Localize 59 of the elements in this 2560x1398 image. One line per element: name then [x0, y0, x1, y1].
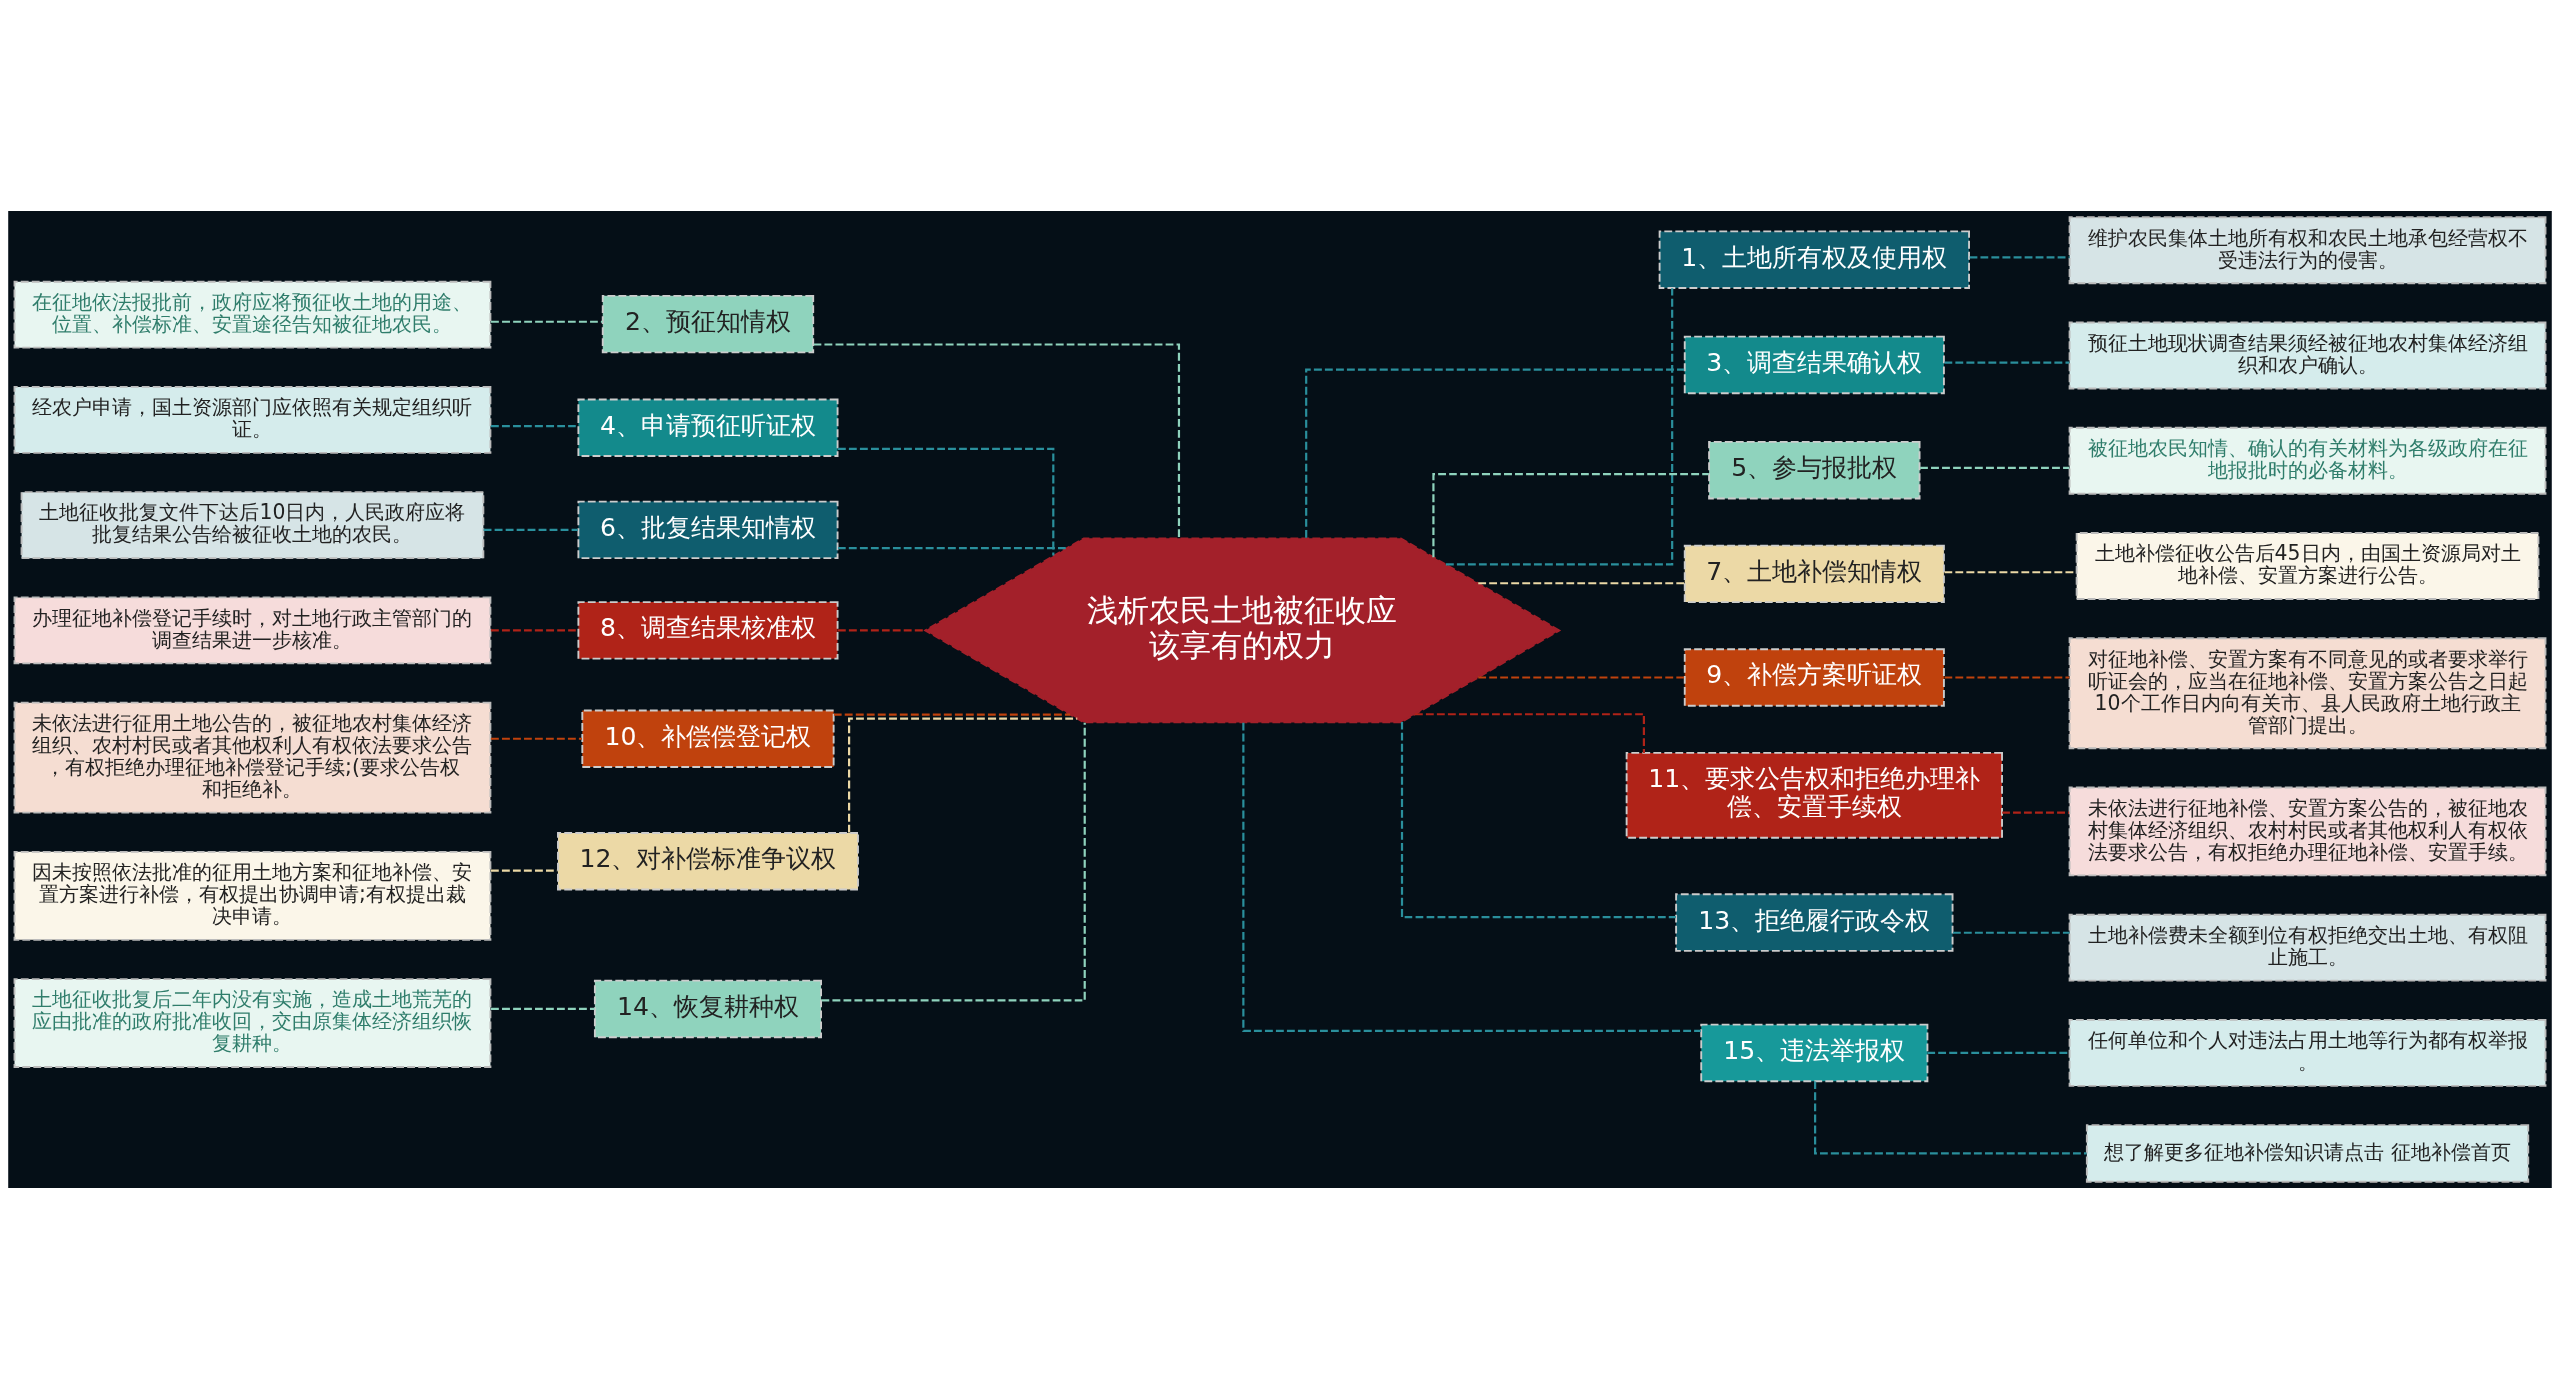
connector	[838, 546, 1067, 549]
node-box: 1、土地所有权及使用权	[1658, 230, 1970, 289]
connector	[1953, 931, 2070, 934]
connector	[1944, 360, 2070, 364]
node-box: 想了解更多征地补偿知识请点击 征地补偿首页	[2085, 1123, 2530, 1183]
node-box: 未依法进行征用土地公告的，被征地农村集体经济组织、农村村民或者其他权利人有权依法要求公告，有权拒绝办理征地补偿登记手续;(要求公告权和拒绝补。	[13, 701, 492, 814]
connector	[1414, 712, 1645, 753]
node-box: 11、要求公告权和拒绝办理补偿、安置手续权	[1625, 751, 2003, 839]
connector	[1944, 675, 2070, 679]
node-box: 土地征收批复后二年内没有实施，造成土地荒芜的应由批准的政府批准收回，交由原集体经济组织恢复耕种。	[13, 977, 492, 1068]
connector	[1445, 287, 1674, 565]
node-box: 12、对补偿标准争议权	[557, 831, 859, 890]
connector	[1400, 721, 1676, 918]
node-box: 被征地农民知情、确认的有关材料为各级政府在征地报批时的必备材料。	[2068, 426, 2547, 495]
node-box: 任何单位和个人对违法占用土地等行为都有权举报。	[2068, 1018, 2547, 1087]
connector	[490, 320, 603, 323]
node-box: 7、土地补偿知情权	[1683, 544, 1945, 603]
node-box: 在征地依法报批前，政府应将预征收土地的用途、位置、补偿标准、安置途径告知被征地农民。	[13, 280, 492, 349]
connector	[1920, 466, 2070, 469]
connector	[1305, 368, 1685, 538]
connector	[848, 717, 1078, 832]
connector	[1927, 1051, 2070, 1054]
node-box: 3、调查结果确认权	[1683, 335, 1945, 394]
node-box: 对征地补偿、安置方案有不同意见的或者要求举行听证会的，应当在征地补偿、安置方案公告之日起10个工作日内向有关市、县人民政府土地行政主管部门提出。	[2068, 636, 2547, 749]
connector	[490, 628, 578, 631]
connector	[813, 342, 1181, 538]
connector	[490, 424, 578, 427]
node-box: 8、调查结果核准权	[577, 600, 839, 660]
node-box: 维护农民集体土地所有权和农民土地承包经营权不受违法行为的侵害。	[2068, 215, 2547, 284]
node-box: 经农户申请，国土资源部门应依照有关规定组织听证。	[13, 385, 492, 454]
connector	[483, 528, 578, 531]
connector	[838, 628, 926, 631]
connector	[1242, 722, 1701, 1032]
node-box: 土地补偿费未全额到位有权拒绝交出土地、有权阻止施工。	[2068, 913, 2547, 982]
node-box: 13、拒绝履行政令权	[1675, 892, 1954, 952]
node-box: 14、恢复耕种权	[593, 979, 822, 1038]
connector	[1432, 472, 1709, 557]
node-box: 4、申请预征听证权	[577, 398, 839, 457]
connector	[833, 713, 1071, 716]
node-box: 未依法进行征地补偿、安置方案公告的，被征地农村集体经济组织、农村村民或者其他权利人有权依法要求公告，有权拒绝办理征地补偿、安置手续。	[2068, 786, 2547, 876]
node-box: 15、违法举报权	[1700, 1023, 1929, 1082]
connector	[2002, 811, 2070, 814]
connector	[490, 737, 582, 740]
node-box: 土地补偿征收公告后45日内，由国土资源局对土地补偿、安置方案进行公告。	[2075, 531, 2540, 600]
connector	[1478, 581, 1685, 584]
node-box: 因未按照依法批准的征用土地方案和征地补偿、安置方案进行补偿，有权提出协调申请;有权提出裁决申请。	[13, 850, 492, 941]
node-box: 土地征收批复文件下达后10日内，人民政府应将批复结果公告给被征收土地的农民。	[20, 490, 485, 559]
node-box: 9、补偿方案听证权	[1683, 647, 1945, 707]
connector	[490, 1007, 595, 1010]
node-box: 办理征地补偿登记手续时，对土地行政主管部门的调查结果进一步核准。	[13, 595, 492, 664]
connector	[821, 722, 1086, 1001]
node-box: 10、补偿偿登记权	[581, 709, 835, 768]
node-box: 5、参与报批权	[1708, 440, 1921, 499]
node-box: 预征土地现状调查结果须经被征地农村集体经济组织和农户确认。	[2068, 321, 2547, 389]
connector	[1814, 1080, 2087, 1155]
connector	[838, 447, 1055, 556]
node-box: 2、预征知情权	[601, 294, 815, 353]
connector	[1478, 675, 1685, 679]
node-box: 6、批复结果知情权	[577, 500, 839, 559]
